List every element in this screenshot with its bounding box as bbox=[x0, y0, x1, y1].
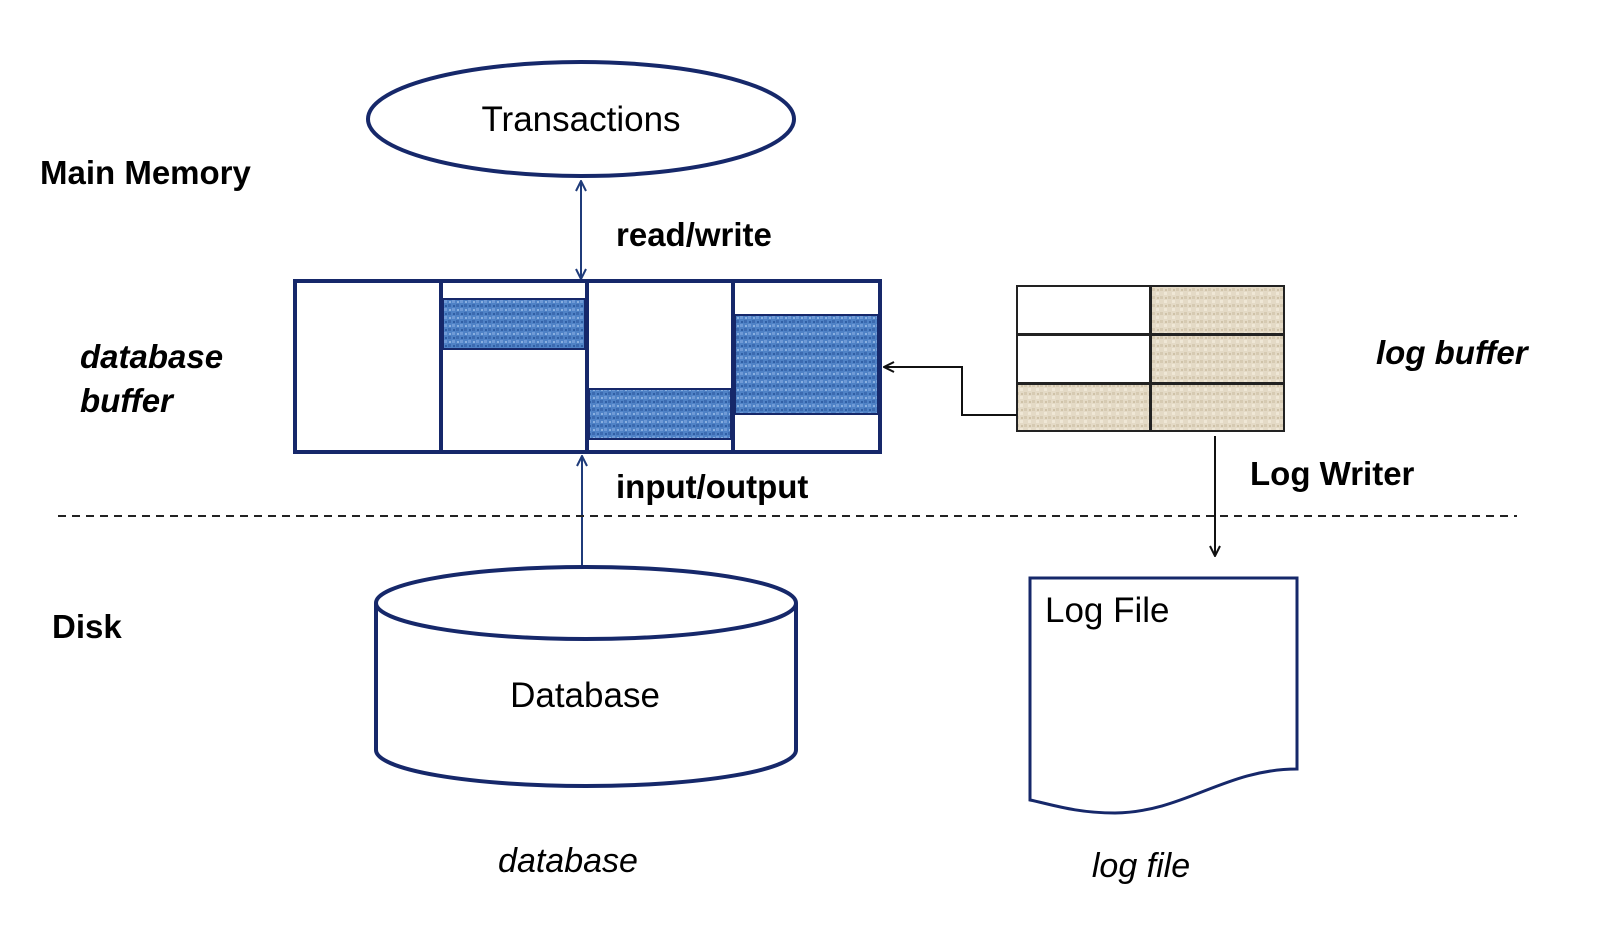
log-cell-3-2 bbox=[1150, 383, 1285, 432]
database-cylinder bbox=[374, 565, 798, 788]
log-file-label: Log File bbox=[1045, 591, 1170, 630]
log-writer-label: Log Writer bbox=[1250, 455, 1415, 492]
database-buffer bbox=[293, 279, 882, 454]
log-buffer-label: log buffer bbox=[1376, 334, 1530, 371]
read-write-label: read/write bbox=[616, 216, 772, 253]
buffer-page-1 bbox=[293, 279, 443, 454]
log-to-buffer-connector bbox=[884, 367, 1017, 416]
log-cell-2-2 bbox=[1150, 334, 1285, 384]
main-memory-label: Main Memory bbox=[40, 154, 252, 191]
dirty-block-page-4 bbox=[734, 314, 879, 415]
dirty-block-page-2 bbox=[442, 298, 586, 350]
dirty-block-page-3 bbox=[588, 388, 732, 440]
input-output-label: input/output bbox=[616, 468, 808, 505]
database-buffer-label: database buffer bbox=[80, 338, 232, 419]
log-cell-3-1 bbox=[1016, 383, 1151, 432]
log-file-document bbox=[1028, 576, 1299, 815]
log-cell-1-2 bbox=[1150, 285, 1285, 335]
database-label: Database bbox=[510, 676, 660, 715]
log-file-caption: log file bbox=[1092, 847, 1190, 885]
log-cell-1-1 bbox=[1016, 285, 1151, 335]
transactions-label: Transactions bbox=[481, 100, 680, 139]
disk-label: Disk bbox=[52, 608, 122, 645]
log-cell-2-1 bbox=[1016, 334, 1151, 384]
database-caption: database bbox=[498, 842, 638, 880]
transactions-node bbox=[366, 60, 796, 178]
log-buffer bbox=[1016, 285, 1285, 432]
